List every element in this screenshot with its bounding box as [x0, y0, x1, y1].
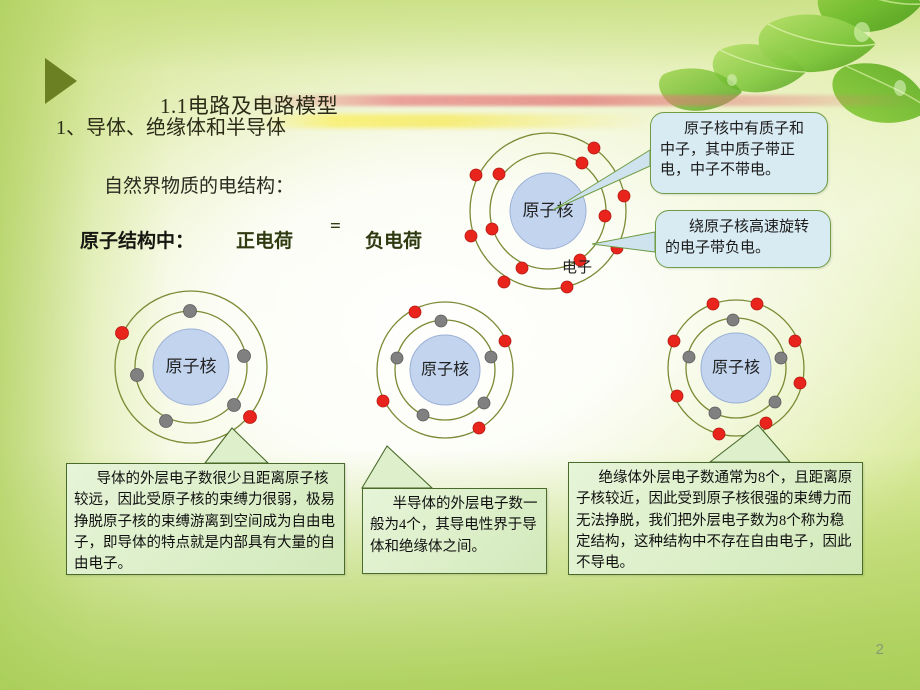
callout-conductor: 导体的外层电子数很少且距离原子核较远，因此受原子核的束缚力很弱，极易挣脱原子核的… — [66, 463, 345, 575]
inner-electrons — [682, 313, 788, 420]
outer-electrons — [376, 305, 512, 435]
title-pink-glow-bar — [250, 95, 920, 106]
atom-svg: 原子核 — [376, 301, 514, 439]
positive-charge-label: 正电荷 — [236, 231, 294, 252]
title-yellow-glow-bar — [255, 114, 655, 128]
nucleus-label: 原子核 — [166, 357, 217, 376]
outer-orbit — [667, 299, 805, 437]
atom-svg: 原子核 — [667, 297, 807, 441]
nucleus — [152, 328, 230, 406]
intro-line: 自然界物质的电结构： — [104, 176, 295, 197]
nucleus-label: 原子核 — [712, 359, 760, 377]
negative-charge-label: 负电荷 — [365, 231, 423, 252]
callout-nucleus: 原子核中有质子和中子，其中质子带正电，中子不带电。 — [650, 112, 828, 194]
semiconductor-callout-tail — [361, 445, 434, 489]
outer-orbit — [114, 290, 268, 444]
inner-electrons — [390, 314, 498, 422]
nucleus — [409, 334, 481, 406]
atom-diagram-semiconductor: 原子核 — [373, 298, 523, 444]
insulator-callout-tail — [708, 424, 792, 463]
atom-structure-label: 原子结构中： — [80, 231, 195, 252]
atom-svg: 原子核 — [114, 290, 268, 444]
outer-electrons — [115, 326, 257, 424]
nucleus — [700, 332, 772, 404]
callout-semiconductor: 半导体的外层电子数一般为4个，其导电性界于导体和绝缘体之间。 — [362, 488, 547, 574]
section-subtitle: 1、导体、绝缘体和半导体 — [56, 117, 286, 139]
equals-sign: = — [330, 216, 341, 237]
page-number: 2 — [875, 641, 884, 658]
outer-electrons — [667, 297, 807, 441]
conductor-callout-tail — [203, 427, 270, 464]
atom-diagram-insulator: 原子核 — [663, 295, 815, 443]
outer-orbit — [376, 301, 514, 439]
triangle-bullet-icon — [45, 58, 77, 104]
electron-label: 电子 — [562, 260, 593, 276]
atom-diagram-conductor: 原子核 — [110, 288, 280, 448]
outer-orbit — [469, 132, 627, 290]
page-title: 1.1电路及电路模型 — [160, 94, 339, 118]
callout-electron: 绕原子核高速旋转的电子带负电。 — [655, 210, 831, 268]
inner-electrons — [130, 304, 251, 428]
callout-insulator: 绝缘体外层电子数通常为8个，且距离原子核较近，因此受到原子核很强的束缚力而无法挣… — [568, 462, 863, 575]
nucleus-label: 原子核 — [421, 361, 469, 379]
